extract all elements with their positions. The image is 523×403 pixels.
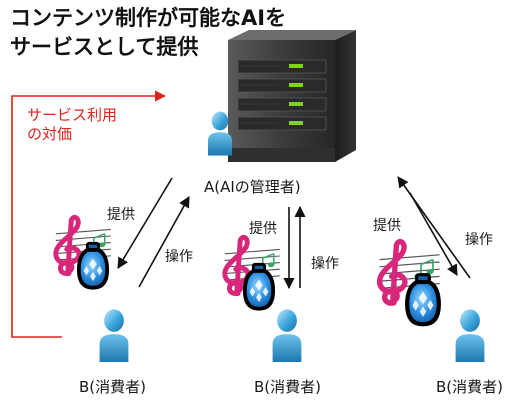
feedback-arrow bbox=[11, 90, 167, 338]
compensation-label-line-2: の対価 bbox=[27, 125, 73, 143]
compensation-label-line-1: サービス利用 bbox=[27, 106, 118, 124]
provide-label-center: 提供 bbox=[249, 221, 277, 237]
operate-label-right: 操作 bbox=[465, 232, 493, 248]
operate-arrow-left bbox=[138, 196, 190, 288]
person-icon bbox=[455, 309, 485, 362]
operate-label-center: 操作 bbox=[311, 256, 339, 272]
music-generation-right bbox=[380, 242, 440, 325]
operate-label-left: 操作 bbox=[165, 249, 193, 265]
person-icon bbox=[99, 309, 129, 362]
consumer-label: B(消費者) bbox=[79, 378, 146, 396]
consumer-label: B(消費者) bbox=[436, 378, 503, 396]
pot-icon bbox=[407, 275, 439, 325]
person-icon bbox=[272, 309, 302, 362]
provide-arrow-left bbox=[117, 177, 173, 269]
diagram-title-line-1: コンテンツ制作が可能なAIを bbox=[10, 6, 287, 30]
diagram-title-line-2: サービスとして提供 bbox=[10, 35, 199, 59]
server-icon bbox=[228, 30, 356, 162]
operate-arrow-right bbox=[397, 176, 471, 279]
music-generation-left bbox=[56, 217, 111, 290]
provide-arrow-right bbox=[409, 192, 458, 276]
consumer-label: B(消費者) bbox=[254, 378, 321, 396]
music-generation-center bbox=[225, 237, 280, 311]
provide-label-right: 提供 bbox=[373, 218, 401, 234]
provide-label-left: 提供 bbox=[107, 207, 135, 223]
admin-label: A(AIの管理者) bbox=[204, 178, 301, 196]
